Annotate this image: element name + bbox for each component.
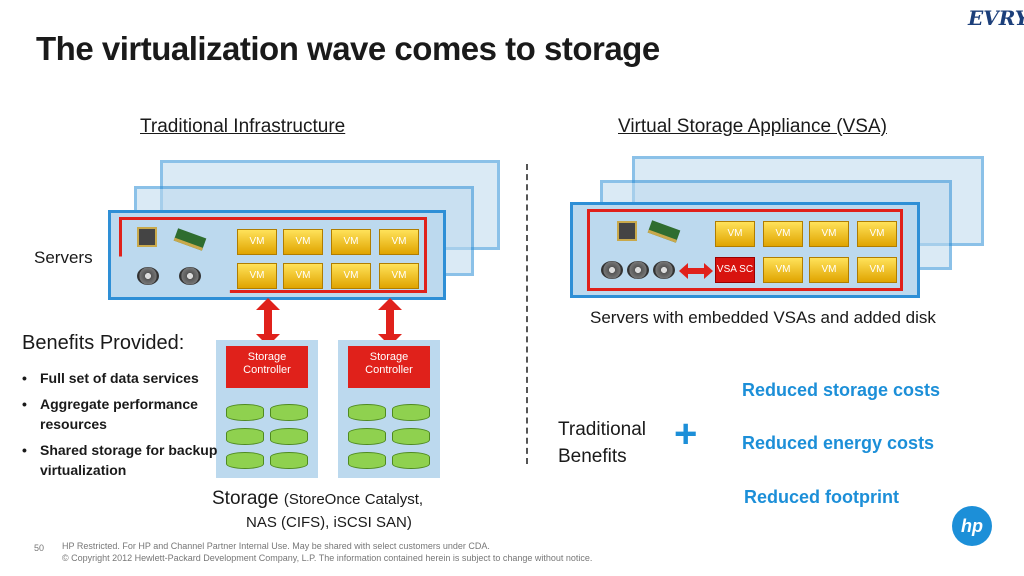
storage-caption-line2: NAS (CIFS), iSCSI SAN) — [246, 514, 412, 531]
hard-disk-icon — [601, 261, 623, 279]
vsa-sc-box: VSA SC — [715, 257, 755, 283]
vm-box: VM — [283, 229, 323, 255]
storage-caption-detail: (StoreOnce Catalyst, — [283, 491, 424, 508]
vsa-red-outline — [587, 209, 903, 291]
hard-disk-icon — [627, 261, 649, 279]
traditional-infrastructure-heading: Traditional Infrastructure — [140, 116, 346, 137]
footer-line1: HP Restricted. For HP and Channel Partne… — [62, 541, 490, 551]
bidirectional-arrow-icon — [378, 298, 402, 346]
disk-icon — [270, 428, 308, 445]
disk-icon — [392, 452, 430, 469]
disk-icon — [348, 428, 386, 445]
plus-icon: + — [674, 412, 698, 456]
vsa-server-panel-front: VM VM VM VM VSA SC VM VM VM — [570, 202, 920, 298]
servers-label: Servers — [34, 248, 93, 267]
benefits-list: Full set of data services Aggregate perf… — [22, 368, 218, 486]
storage-controller: Storage Controller — [348, 346, 430, 388]
benefit-item: Full set of data services — [22, 368, 218, 388]
vm-box: VM — [237, 263, 277, 289]
vsa-benefit-item: Reduced footprint — [744, 487, 899, 507]
vm-box: VM — [331, 263, 371, 289]
benefits-title: Benefits Provided: — [22, 332, 185, 354]
storage-array-2: Storage Controller — [338, 340, 440, 478]
disk-icon — [348, 452, 386, 469]
cpu-chip-icon — [137, 227, 157, 247]
disk-icon — [226, 404, 264, 421]
server-panel-front: VM VM VM VM VM VM VM VM — [108, 210, 446, 300]
vm-box: VM — [809, 257, 849, 283]
disk-icon — [392, 404, 430, 421]
disk-icon — [226, 428, 264, 445]
evry-logo: EVRY — [968, 6, 1024, 30]
controller-label-line2: Controller — [243, 364, 291, 376]
vm-box: VM — [237, 229, 277, 255]
page-title: The virtualization wave comes to storage — [36, 30, 660, 67]
page-number: 50 — [34, 543, 45, 553]
controller-label-line1: Storage — [247, 351, 287, 363]
benefit-item: Aggregate performance resources — [22, 394, 218, 434]
vm-box: VM — [857, 221, 897, 247]
benefit-item: Shared storage for backup virtualization — [22, 440, 218, 480]
vm-box: VM — [379, 229, 419, 255]
hard-disk-icon — [179, 267, 201, 285]
controller-label-line1: Storage — [369, 351, 409, 363]
vsa-heading: Virtual Storage Appliance (VSA) — [618, 116, 887, 137]
disk-icon — [270, 404, 308, 421]
disk-icon — [392, 428, 430, 445]
vm-box: VM — [763, 257, 803, 283]
disk-icon — [226, 452, 264, 469]
cpu-chip-icon — [617, 221, 637, 241]
vm-box: VM — [763, 221, 803, 247]
vm-box: VM — [379, 263, 419, 289]
traditional-line2: Benefits — [558, 446, 627, 467]
vm-box: VM — [809, 221, 849, 247]
vm-box: VM — [715, 221, 755, 247]
footer-line2: © Copyright 2012 Hewlett-Packard Develop… — [62, 553, 593, 563]
bidirectional-arrow-icon — [256, 298, 280, 346]
controller-label-line2: Controller — [365, 364, 413, 376]
server-red-outline — [119, 217, 427, 293]
bidirectional-arrow-icon — [679, 263, 713, 279]
vsa-caption: Servers with embedded VSAs and added dis… — [590, 308, 936, 327]
hp-logo-icon: hp — [952, 506, 992, 546]
storage-caption: Storage (StoreOnce Catalyst, — [212, 488, 423, 510]
vm-box: VM — [331, 229, 371, 255]
hard-disk-icon — [137, 267, 159, 285]
storage-caption-main: Storage — [212, 488, 279, 509]
vm-box: VM — [857, 257, 897, 283]
traditional-line1: Traditional — [558, 419, 647, 440]
vsa-benefit-item: Reduced storage costs — [742, 380, 941, 400]
traditional-benefits-label: Traditional Benefits — [558, 416, 646, 470]
disk-icon — [348, 404, 386, 421]
section-divider — [526, 164, 528, 464]
storage-controller: Storage Controller — [226, 346, 308, 388]
storage-array-1: Storage Controller — [216, 340, 318, 478]
vsa-benefit-item: Reduced energy costs — [742, 433, 935, 453]
vm-box: VM — [283, 263, 323, 289]
hard-disk-icon — [653, 261, 675, 279]
disk-icon — [270, 452, 308, 469]
